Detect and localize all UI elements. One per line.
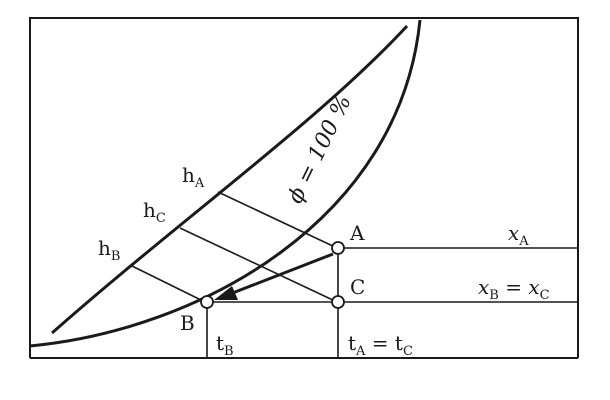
point-b-marker xyxy=(200,295,214,309)
frame-border xyxy=(29,17,579,358)
point-label-a: A xyxy=(349,221,365,245)
temperature-label-ta-tc: tA = tC xyxy=(348,331,413,359)
point-a-marker xyxy=(331,241,345,255)
enthalpy-label-c: hC xyxy=(143,198,166,226)
enthalpy-label-a: hA xyxy=(182,163,205,191)
process-arrow-head xyxy=(214,286,238,300)
saturation-curve xyxy=(29,19,422,348)
point-label-c: C xyxy=(350,275,365,299)
temperature-label-tb: tB xyxy=(216,331,234,359)
outer-boundary-curve xyxy=(51,24,409,335)
enthalpy-line-c xyxy=(179,227,338,303)
point-c-marker xyxy=(331,295,345,309)
process-arrow-shaft xyxy=(229,252,334,296)
enthalpy-line-b xyxy=(131,265,206,303)
point-label-b: B xyxy=(180,311,195,335)
enthalpy-label-b: hB xyxy=(98,236,120,264)
humidity-label-xa: xA xyxy=(508,221,529,249)
enthalpy-line-a xyxy=(217,191,338,249)
humidity-label-xb-xc: xB = xC xyxy=(478,275,550,303)
